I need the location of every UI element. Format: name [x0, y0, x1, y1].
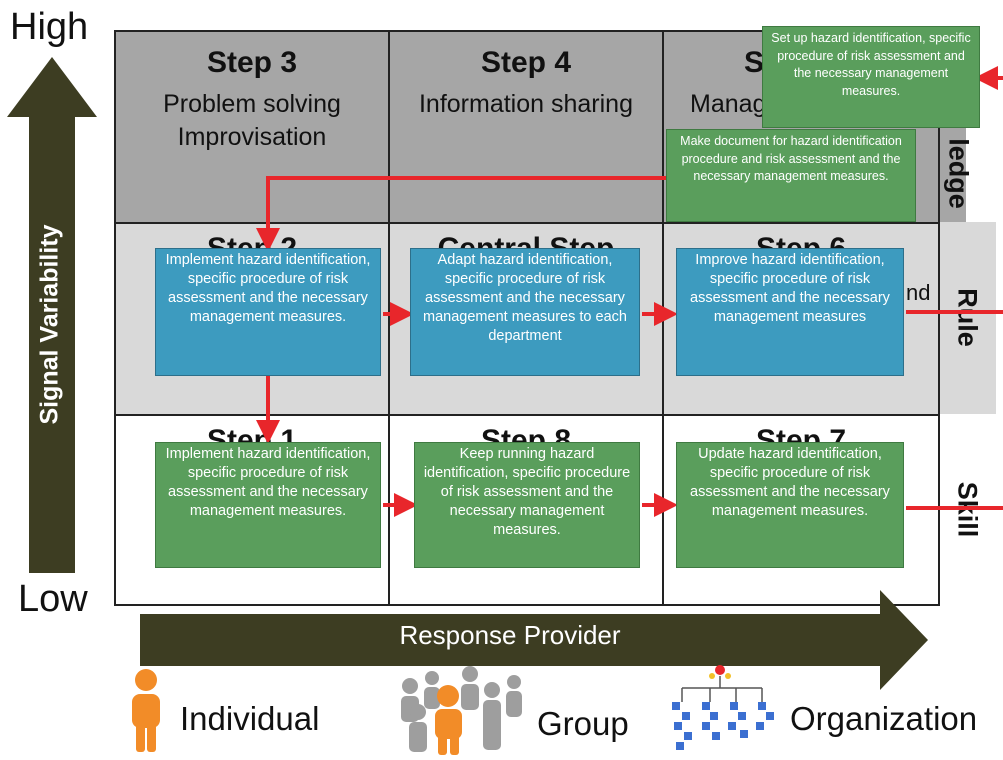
- arrow-document-to-implement: [256, 176, 668, 252]
- step-4-title: Step 4: [480, 46, 572, 79]
- horizontal-arrow-shape: [140, 590, 928, 690]
- box-adapt: Adapt hazard identification, specific pr…: [410, 248, 640, 376]
- individual-label: Individual: [180, 700, 320, 737]
- organization-label: Organization: [790, 700, 978, 737]
- vertical-axis-arrow: [7, 57, 97, 573]
- group-icon: [401, 666, 522, 755]
- high-label: High: [10, 6, 89, 48]
- box-improve: Improve hazard identification, specific …: [676, 248, 904, 376]
- individual-icon: [132, 669, 160, 752]
- horizontal-axis-arrow: [140, 590, 928, 690]
- step-4-line-1: Information sharing: [418, 90, 633, 118]
- group-label: Group: [537, 705, 629, 742]
- step-3-line-1: Problem solving: [163, 90, 341, 118]
- level-strip-rule: [940, 222, 996, 416]
- box-update: Update hazard identification, specific p…: [676, 442, 904, 568]
- box-implement-rule: Implement hazard identification, specifi…: [155, 248, 381, 376]
- horizontal-axis-label: Response Provider: [399, 620, 621, 650]
- step-5-title: S: [744, 46, 765, 79]
- box-setup: Set up hazard identification, specific p…: [762, 26, 980, 128]
- step-3-title: Step 3: [206, 46, 298, 79]
- organization-icon: [672, 665, 774, 750]
- vertical-arrow-shape: [7, 57, 97, 573]
- step-5-line-1: Manag: [690, 90, 767, 118]
- step-3-line-2: Improvisation: [177, 123, 327, 151]
- low-label: Low: [18, 578, 88, 620]
- box-keep-running: Keep running hazard identification, spec…: [414, 442, 640, 568]
- step-6-fragment: nd: [906, 280, 931, 305]
- box-implement-skill: Implement hazard identification, specifi…: [155, 442, 381, 568]
- box-make-document: Make document for hazard identification …: [666, 129, 916, 222]
